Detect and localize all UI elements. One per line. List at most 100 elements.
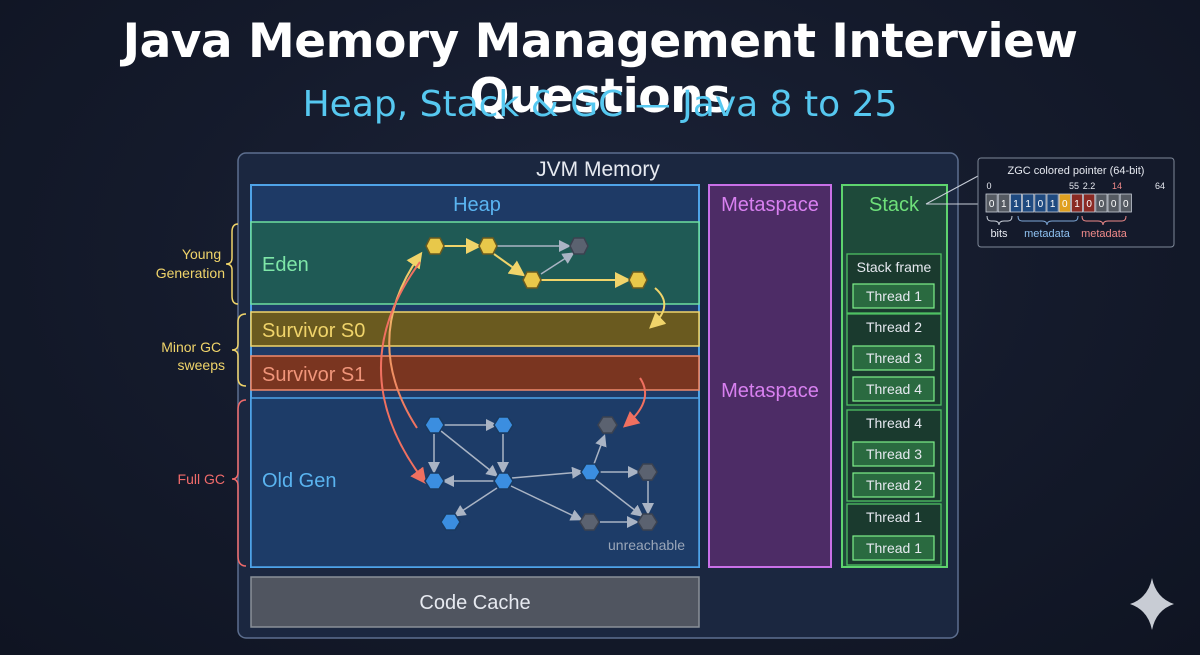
- thread-label: Thread 2: [866, 477, 922, 493]
- thread-box: [852, 376, 935, 402]
- s1-to-oldgen-arrow: [622, 377, 647, 428]
- full-gc-brace: [231, 399, 247, 567]
- zgc-bit-cell: [997, 193, 1010, 213]
- zgc-bit-cell: [1095, 193, 1108, 213]
- old-gen-object-node: [493, 472, 514, 490]
- zgc-bit-value: 1: [1050, 199, 1056, 210]
- eden-object-node: [478, 237, 498, 255]
- heap-label: Heap: [453, 194, 501, 216]
- eden-label: Eden: [262, 254, 309, 276]
- thread-label: Thread 3: [866, 350, 922, 366]
- metaspace-box: [708, 184, 832, 568]
- old-gen-object-node: [597, 416, 618, 434]
- stack-label: Stack: [869, 194, 920, 216]
- zgc-position-label: 2.2: [1083, 181, 1096, 191]
- young-label-line2: Generation: [156, 265, 225, 281]
- eden-region: [250, 221, 700, 305]
- eden-object-graph: [425, 237, 648, 289]
- unreachable-label: unreachable: [608, 537, 685, 553]
- zgc-bit-value: 1: [1001, 199, 1007, 210]
- zgc-metadata-brace-2: [1081, 215, 1127, 226]
- thread-label: Thread 4: [866, 381, 922, 397]
- old-gen-object-node: [637, 513, 658, 531]
- zgc-bit-cell: [1083, 193, 1096, 213]
- young-generation-brace: [225, 223, 239, 305]
- zgc-bit-cell: [1071, 193, 1084, 213]
- zgc-bit-cell: [1046, 193, 1059, 213]
- old-gen-object-graph: [424, 416, 658, 531]
- thread-box: [852, 345, 935, 371]
- survivor-s0-label: Survivor S0: [262, 320, 365, 342]
- eden-object-node: [522, 271, 542, 289]
- zgc-position-label: 14: [1112, 181, 1122, 191]
- young-label-line1: Young: [182, 246, 221, 262]
- zgc-bit-cell: [1022, 193, 1035, 213]
- zgc-bit-cell: [985, 193, 998, 213]
- zgc-bit-value: 1: [1025, 199, 1031, 210]
- old-gen-label: Old Gen: [262, 470, 336, 492]
- survivor-s0-region: [250, 311, 700, 347]
- zgc-bit-value: 0: [1099, 199, 1105, 210]
- zgc-bit-value: 0: [1111, 199, 1117, 210]
- survivor-s1-region: [250, 355, 700, 391]
- zgc-position-label: 64: [1155, 181, 1165, 191]
- zgc-bit-value: 1: [1013, 199, 1019, 210]
- thread-label: Thread 3: [866, 446, 922, 462]
- thread-label: Thread 1: [866, 509, 922, 525]
- eden-object-node: [628, 271, 648, 289]
- young-to-old-arrow: [388, 251, 423, 429]
- young-generation-label: Young Generation: [156, 246, 225, 281]
- minor-gc-brace: [231, 313, 247, 387]
- thread-box: [852, 472, 935, 498]
- zgc-bit-cell: [1058, 193, 1071, 213]
- zgc-callout-leader: [925, 175, 979, 205]
- code-cache-box: [250, 576, 700, 628]
- zgc-bit-value: 0: [1062, 199, 1068, 210]
- eden-object-node: [425, 237, 445, 255]
- zgc-label-metadata: metadata: [1024, 228, 1071, 240]
- thread-label: Thread 2: [866, 319, 922, 335]
- zgc-bit-value: 0: [1086, 199, 1092, 210]
- zgc-bit-cell: [1119, 193, 1132, 213]
- old-gen-object-node: [424, 416, 445, 434]
- thread-box: [852, 535, 935, 561]
- zgc-bit-cell: [1010, 193, 1023, 213]
- thread-label: Thread 4: [866, 415, 922, 431]
- jvm-memory-label: JVM Memory: [536, 158, 660, 181]
- thread-label: Thread 1: [866, 540, 922, 556]
- minor-label-line1: Minor GC: [161, 339, 221, 355]
- old-gen-object-node: [493, 416, 514, 434]
- old-gen-object-node: [424, 472, 445, 490]
- old-gen-object-node: [637, 463, 658, 481]
- zgc-position-label: 0: [986, 181, 991, 191]
- sparkle-icon: [1130, 578, 1174, 630]
- minor-gc-label: Minor GC sweeps: [161, 339, 225, 373]
- eden-to-s0-arrow: [649, 287, 667, 329]
- zgc-positions: 0 55 2.2 14 64: [986, 181, 1165, 191]
- old-gen-object-node: [440, 513, 461, 531]
- zgc-bits-brace: [986, 215, 1013, 226]
- zgc-bit-value: 0: [1038, 199, 1044, 210]
- zgc-position-label: 55: [1069, 181, 1079, 191]
- page-title: Java Memory Management Interview Questio…: [122, 14, 1078, 124]
- zgc-bit-value: 0: [989, 199, 995, 210]
- minor-label-line2: sweeps: [178, 357, 225, 373]
- thread-box: [852, 283, 935, 309]
- survivor-s1-label: Survivor S1: [262, 364, 365, 386]
- zgc-label-metadata-2: metadata: [1081, 228, 1128, 240]
- zgc-title: ZGC colored pointer (64-bit): [1008, 165, 1145, 177]
- thread-box: [852, 441, 935, 467]
- zgc-bit-value: 0: [1123, 199, 1129, 210]
- zgc-bit-cell: [1034, 193, 1047, 213]
- metaspace-center-label: Metaspace: [721, 380, 819, 402]
- old-gen-object-node: [579, 513, 600, 531]
- old-gen-object-node: [580, 463, 601, 481]
- stack-frame-label: Stack frame: [857, 259, 932, 275]
- zgc-label-bits: bits: [990, 228, 1008, 240]
- metaspace-title: Metaspace: [721, 194, 819, 216]
- code-cache-label: Code Cache: [419, 592, 530, 614]
- full-gc-label: Full GC: [178, 471, 225, 487]
